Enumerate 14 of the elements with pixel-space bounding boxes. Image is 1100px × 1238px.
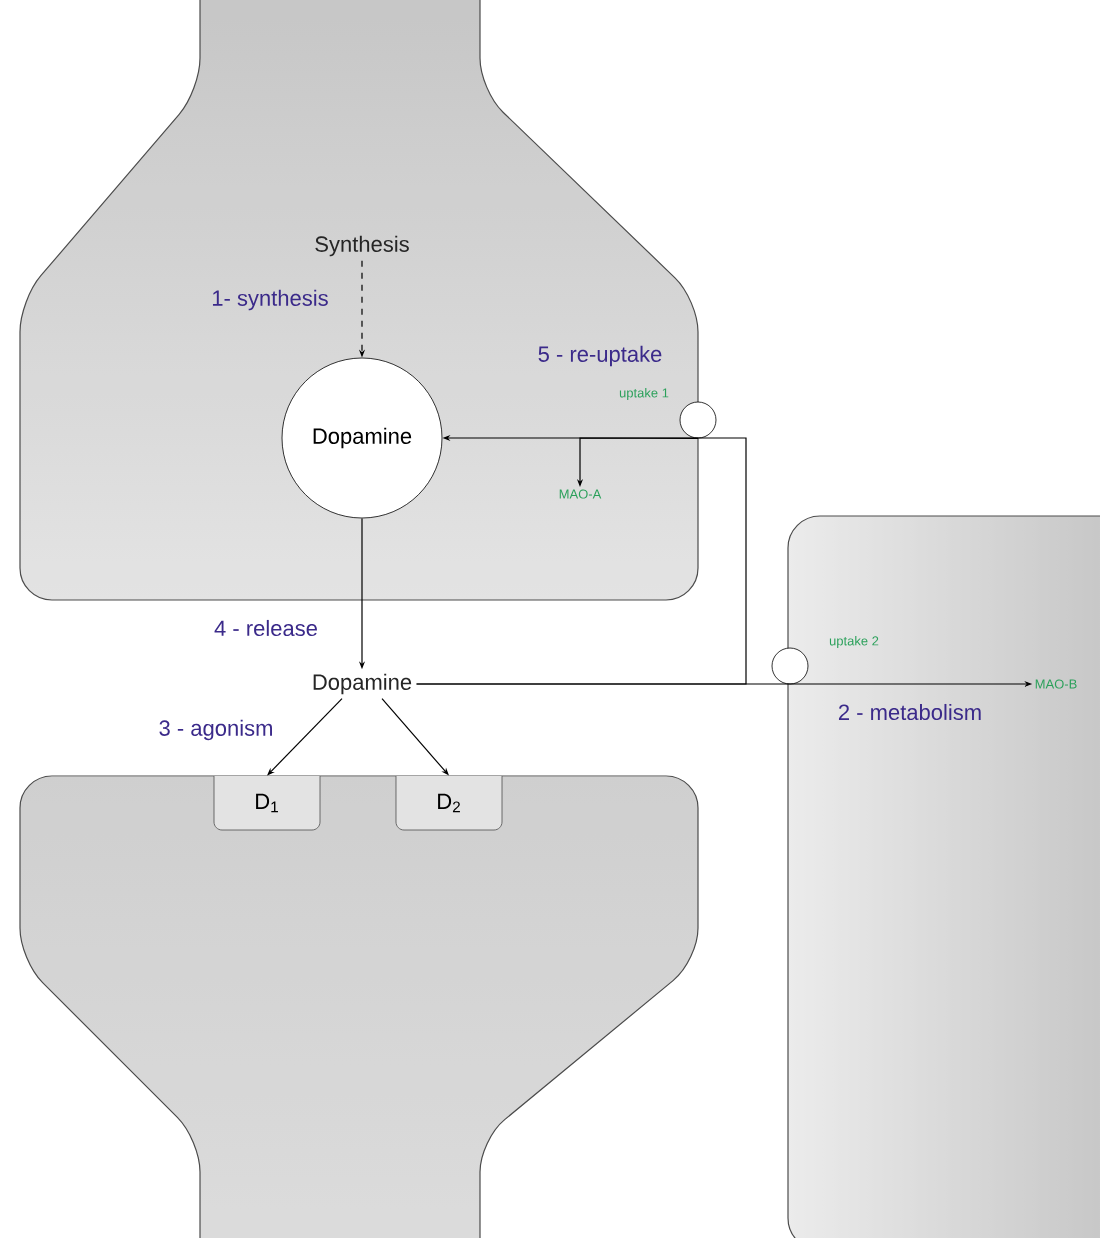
postsynaptic-neuron	[19, 775, 699, 1238]
neuron-terminal	[19, 0, 699, 601]
receptor-box: D$_{2}$	[395, 775, 503, 831]
transporter-circle	[771, 647, 809, 685]
node-text: Synthesis	[315, 235, 409, 257]
step-label: 4 - release	[214, 619, 317, 637]
step-label: 2 - metabolism	[838, 703, 981, 721]
step-label: 3 - agonism	[159, 719, 272, 741]
step-label: 5 - re-uptake	[538, 345, 662, 367]
transporter-circle	[679, 401, 717, 439]
step-label: 1- synthesis	[212, 289, 328, 311]
node-text: Dopamine	[313, 673, 412, 695]
glial-cell	[787, 515, 1100, 1238]
receptor-box: D$_{1}$	[213, 775, 321, 831]
